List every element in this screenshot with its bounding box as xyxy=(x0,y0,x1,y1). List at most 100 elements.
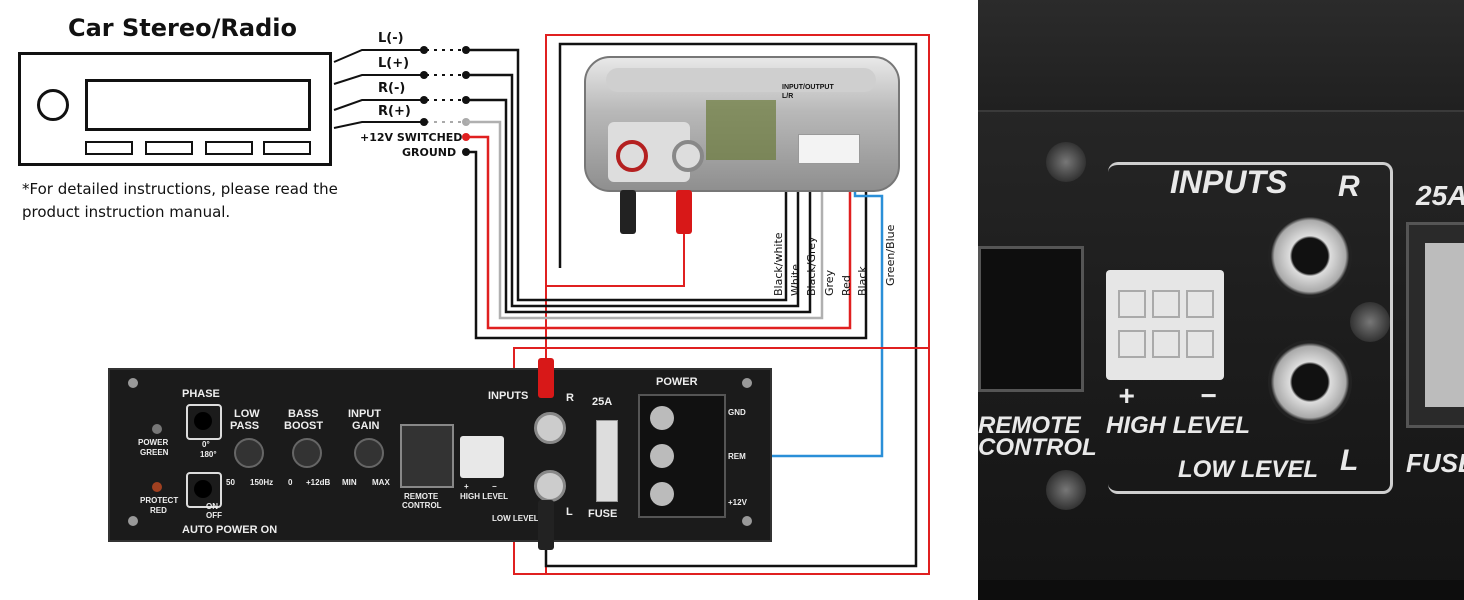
inputs-outline xyxy=(1108,162,1393,494)
remote-control-port[interactable] xyxy=(400,424,454,488)
low-pass-max: 150Hz xyxy=(250,478,274,487)
rca-input-l[interactable] xyxy=(534,470,566,502)
wire-label-black-grey: Black/Grey xyxy=(805,236,818,296)
lead-dots xyxy=(426,49,466,101)
photo-low-level-label: LOW LEVEL xyxy=(1178,456,1318,483)
phase-label: PHASE xyxy=(182,388,220,400)
wiring-svg xyxy=(333,34,930,575)
phase-switch[interactable] xyxy=(186,404,222,440)
auto-on-label: ON xyxy=(206,502,218,511)
rca-input-r[interactable] xyxy=(534,412,566,444)
power-led-color: GREEN xyxy=(140,448,169,457)
photo-plus-label: + xyxy=(1118,380,1135,411)
low-pass-knob[interactable] xyxy=(234,438,264,468)
photo-inputs-label: INPUTS xyxy=(1170,164,1288,200)
phase-0-label: 0° xyxy=(202,440,210,449)
stereo-leads xyxy=(333,49,426,129)
screw-icon xyxy=(742,516,752,526)
protect-led-color: RED xyxy=(150,506,167,515)
12v-terminal-label: +12V xyxy=(728,498,747,507)
photo-minus-label: − xyxy=(1200,380,1217,411)
high-level-minus: − xyxy=(492,482,497,491)
car-stereo xyxy=(18,52,332,166)
converter-label: INPUT/OUTPUT xyxy=(782,84,834,91)
rca-plug-black-icon xyxy=(538,500,554,550)
bass-boost-label-2: BOOST xyxy=(284,420,324,432)
low-pass-label: LOW xyxy=(234,408,260,420)
bass-min: 0 xyxy=(288,478,293,487)
stereo-button xyxy=(145,141,193,155)
converter-sub-label: L/R xyxy=(782,93,794,100)
photo-rca-r xyxy=(1268,214,1352,298)
ground-wire-outline xyxy=(544,42,918,568)
protect-led-label: PROTECT xyxy=(140,496,179,505)
screw-icon xyxy=(742,378,752,388)
high-level-connector[interactable] xyxy=(460,436,504,478)
stereo-button xyxy=(263,141,311,155)
wire-label-black: Black xyxy=(856,266,869,296)
screw-icon xyxy=(1350,302,1390,342)
screw-icon xyxy=(128,378,138,388)
gain-min: MIN xyxy=(342,478,357,487)
power-led-label: POWER xyxy=(138,438,169,447)
power-led-icon xyxy=(152,424,162,434)
label-l-minus: L(-) xyxy=(378,31,404,46)
routed-wires xyxy=(466,48,884,458)
input-r-label: R xyxy=(566,392,574,404)
gain-max: MAX xyxy=(372,478,390,487)
bass-boost-label: BASS xyxy=(288,408,319,420)
input-gain-label-2: GAIN xyxy=(352,420,380,432)
low-pass-label-2: PASS xyxy=(230,420,260,432)
phase-180-label: 180° xyxy=(200,450,217,459)
photo-remote-label: REMOTE xyxy=(978,412,1081,439)
bass-boost-knob[interactable] xyxy=(292,438,322,468)
screw-icon xyxy=(128,516,138,526)
remote-label: REMOTE xyxy=(404,492,439,501)
wiring-diagram: Car Stereo/Radio *For detailed instructi… xyxy=(18,14,930,575)
photo-high-level-connector xyxy=(1106,270,1224,380)
rca-jack-red-icon xyxy=(616,140,648,172)
stereo-button xyxy=(85,141,133,155)
rca-plug-red-icon xyxy=(676,190,692,234)
photo-r-label: R xyxy=(1338,170,1360,203)
high-level-label: HIGH LEVEL xyxy=(460,492,509,501)
rca-red-wire xyxy=(546,230,685,287)
wire-label-black-white: Black/white xyxy=(772,232,785,296)
rca-plug-black-icon xyxy=(620,190,636,234)
screw-icon xyxy=(1046,470,1086,510)
photo-high-level-label: HIGH LEVEL xyxy=(1106,412,1251,439)
amplifier-closeup-photo: INPUTS R L 25A REMOTE CONTROL + − HIGH L… xyxy=(978,0,1464,600)
wire-label-green-blue: Green/Blue xyxy=(884,224,897,286)
stereo-knob-icon xyxy=(37,89,69,121)
rca-plug-red-icon xyxy=(538,358,554,398)
stereo-button xyxy=(205,141,253,155)
high-level-plus: + xyxy=(464,482,469,491)
rem-terminal-label: REM xyxy=(728,452,746,461)
stereo-title: Car Stereo/Radio xyxy=(68,14,297,42)
gnd-terminal-label: GND xyxy=(728,408,746,417)
amplifier-panel: PHASE 0° 180° POWER GREEN PROTECT RED ON… xyxy=(108,368,772,542)
power-label: POWER xyxy=(656,376,698,388)
auto-power-label: AUTO POWER ON xyxy=(182,524,278,536)
input-gain-knob[interactable] xyxy=(354,438,384,468)
screw-icon xyxy=(1046,142,1086,182)
wire-label-white: White xyxy=(789,264,802,296)
auto-off-label: OFF xyxy=(206,511,222,520)
fuse-label: FUSE xyxy=(588,508,618,520)
low-pass-min: 50 xyxy=(226,478,235,487)
label-r-minus: R(-) xyxy=(378,81,406,96)
power-terminal-block xyxy=(638,394,726,518)
photo-fuse-label: FUSE xyxy=(1406,448,1464,478)
input-gain-label: INPUT xyxy=(348,408,381,420)
fuse-icon xyxy=(596,420,618,502)
protect-led-icon xyxy=(152,482,162,492)
inputs-label: INPUTS xyxy=(488,390,529,402)
low-level-label: LOW LEVEL xyxy=(492,514,539,523)
label-l-plus: L(+) xyxy=(378,56,410,71)
auto-power-switch[interactable] xyxy=(186,472,222,508)
rca-jack-white-icon xyxy=(672,140,704,172)
label-ground: GROUND xyxy=(402,146,457,159)
photo-remote-port xyxy=(978,246,1084,392)
photo-control-label: CONTROL xyxy=(978,434,1097,461)
photo-rca-l xyxy=(1268,340,1352,424)
